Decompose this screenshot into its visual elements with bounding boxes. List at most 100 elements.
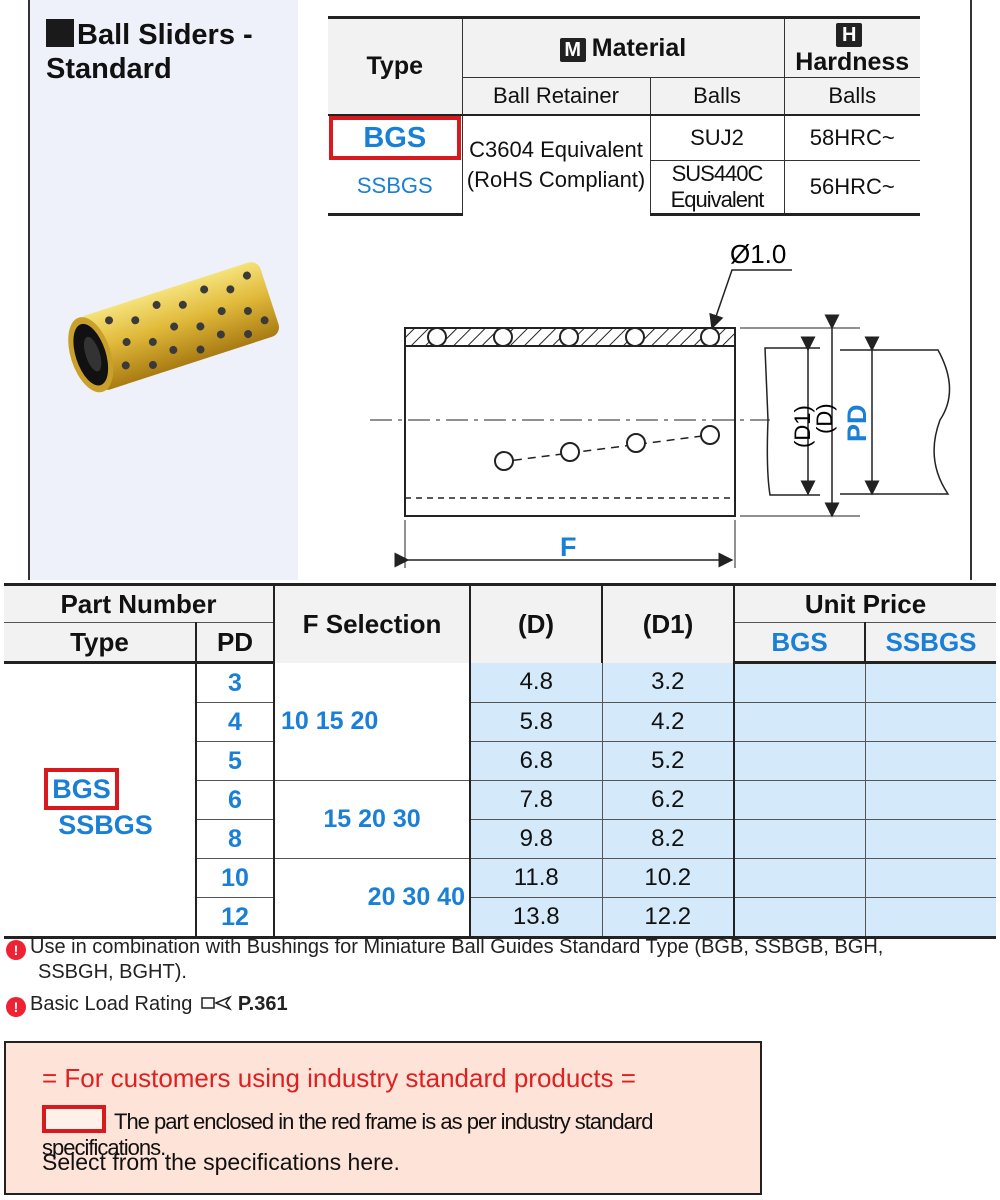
usage-note: !Use in combination with Bushings for Mi… <box>6 935 883 985</box>
load-rating-text: Basic Load Rating <box>30 993 193 1015</box>
type-bgs-cell: BGS <box>328 114 462 160</box>
title-line-1: Ball Sliders - <box>77 19 253 51</box>
balls-header: Balls <box>649 77 784 115</box>
select-specifications-link[interactable]: Select from the specifications here. <box>42 1149 400 1175</box>
bgs-price-cell <box>733 702 865 742</box>
type-ssbgs-option[interactable]: SSBGS <box>58 809 153 840</box>
d-cell: 9.8 <box>469 819 602 859</box>
d1-dimension-label: (D1) <box>790 405 815 448</box>
ssbgs-price-cell <box>864 702 996 742</box>
d-header: (D) <box>469 583 602 663</box>
table-row: 10 20 30 40 11.8 10.2 <box>4 858 996 939</box>
pd-dimension-label: PD <box>842 404 872 442</box>
table-row: 5 6.8 5.2 <box>4 741 996 781</box>
usage-note-text: Use in combination with Bushings for Min… <box>30 936 884 958</box>
page-reference-icon <box>201 995 232 1011</box>
type-column-header: Type <box>4 622 196 664</box>
retainer-line-2: (RoHS Compliant) <box>466 167 646 192</box>
table-row: 8 9.8 8.2 <box>4 819 996 859</box>
hardness-balls-header: Balls <box>783 77 920 115</box>
ball-diameter-label: Ø1.0 <box>730 239 786 269</box>
f-selection-header: F Selection <box>273 583 470 663</box>
d-cell: 5.8 <box>469 702 602 742</box>
table-row: 12 13.8 12.2 <box>4 897 996 939</box>
type-bgs-option[interactable]: BGS <box>44 767 119 810</box>
f-selection-cell[interactable]: 20 30 40 <box>273 858 470 939</box>
red-frame-icon <box>42 1105 106 1133</box>
pd-cell[interactable]: 3 <box>195 662 274 703</box>
pd-cell[interactable]: 4 <box>195 702 274 742</box>
type-ssbgs[interactable]: SSBGS <box>328 160 462 216</box>
title-line-2: Standard <box>46 53 172 85</box>
d-cell: 7.8 <box>469 780 602 820</box>
d1-cell: 10.2 <box>601 858 734 898</box>
pd-cell[interactable]: 8 <box>195 819 274 859</box>
type-cell: BGS SSBGS <box>4 662 196 939</box>
ssbgs-price-cell <box>864 819 996 859</box>
bgs-price-cell <box>733 819 865 859</box>
ssbgs-price-cell <box>864 858 996 898</box>
f-selection-cell[interactable]: 10 15 20 <box>273 662 470 781</box>
red-frame-legend: The part enclosed in the red frame is as… <box>42 1105 760 1161</box>
bgs-price-header: BGS <box>733 622 865 664</box>
red-frame-text: The part enclosed in the red frame is as… <box>42 1109 653 1160</box>
ssbgs-price-header: SSBGS <box>864 622 996 664</box>
pd-column-header: PD <box>195 622 274 664</box>
d1-cell: 6.2 <box>601 780 734 820</box>
bgs-price-cell <box>733 780 865 820</box>
material-badge-icon: M <box>559 37 586 62</box>
part-number-table: Part Number F Selection (D) (D1) Unit Pr… <box>4 583 996 939</box>
hardness-header-label: Hardness <box>795 48 910 76</box>
hardness-bgs: 58HRC~ <box>783 114 920 160</box>
balls-material-bgs: SUJ2 <box>649 114 784 160</box>
ball-retainer-header: Ball Retainer <box>461 77 650 115</box>
d-cell: 11.8 <box>469 858 602 898</box>
hardness-badge-icon: H <box>836 23 863 47</box>
d1-cell: 4.2 <box>601 702 734 742</box>
type-bgs[interactable]: BGS <box>328 116 461 160</box>
ssbgs-price-cell <box>864 741 996 781</box>
table-row: 6 15 20 30 7.8 6.2 <box>4 780 996 859</box>
title-square-icon <box>46 19 74 47</box>
type-header: Type <box>328 16 462 115</box>
dimension-drawing: Ø1.0 (D1) (D) PD F <box>370 239 951 568</box>
d1-cell: 5.2 <box>601 741 734 781</box>
page-title: Ball Sliders - Standard <box>46 18 253 86</box>
pd-cell[interactable]: 12 <box>195 897 274 939</box>
usage-note-text-cont: SSBGH, BGHT). <box>38 961 187 983</box>
info-bulb-icon: ! <box>6 940 26 960</box>
hardness-header: HHardness <box>783 16 920 78</box>
table-row: 4 5.8 4.2 <box>4 702 996 742</box>
industry-standard-heading: = For customers using industry standard … <box>42 1063 636 1093</box>
d-cell: 13.8 <box>469 897 602 939</box>
bgs-price-cell <box>733 897 865 939</box>
info-bulb-icon: ! <box>6 997 26 1017</box>
load-rating-page-link[interactable]: P.361 <box>237 993 288 1015</box>
material-header-label: Material <box>591 33 687 62</box>
pd-cell[interactable]: 5 <box>195 741 274 781</box>
ssbgs-price-cell <box>864 662 996 703</box>
d-cell: 4.8 <box>469 662 602 703</box>
retainer-line-1: C3604 Equivalent <box>469 137 643 162</box>
d1-cell: 12.2 <box>601 897 734 939</box>
bgs-price-cell <box>733 741 865 781</box>
bgs-price-cell <box>733 858 865 898</box>
bgs-price-cell <box>733 662 865 703</box>
part-number-header: Part Number <box>4 583 274 623</box>
balls-material-ssbgs: SUS440C Equivalent <box>649 159 784 216</box>
ssbgs-price-cell <box>864 780 996 820</box>
retainer-material-cell: C3604 Equivalent (RoHS Compliant) <box>461 114 650 214</box>
table-row: BGS SSBGS 3 10 15 20 4.8 3.2 <box>4 662 996 939</box>
d1-header: (D1) <box>601 583 734 663</box>
pd-cell[interactable]: 6 <box>195 780 274 820</box>
d1-cell: 3.2 <box>601 662 734 703</box>
industry-standard-box: = For customers using industry standard … <box>4 1041 762 1195</box>
pd-cell[interactable]: 10 <box>195 858 274 898</box>
f-selection-cell[interactable]: 15 20 30 <box>273 780 470 859</box>
d1-cell: 8.2 <box>601 819 734 859</box>
d-dimension-label: (D) <box>812 403 837 434</box>
hardness-ssbgs: 56HRC~ <box>783 159 920 216</box>
ball-slider-photo <box>68 262 280 393</box>
